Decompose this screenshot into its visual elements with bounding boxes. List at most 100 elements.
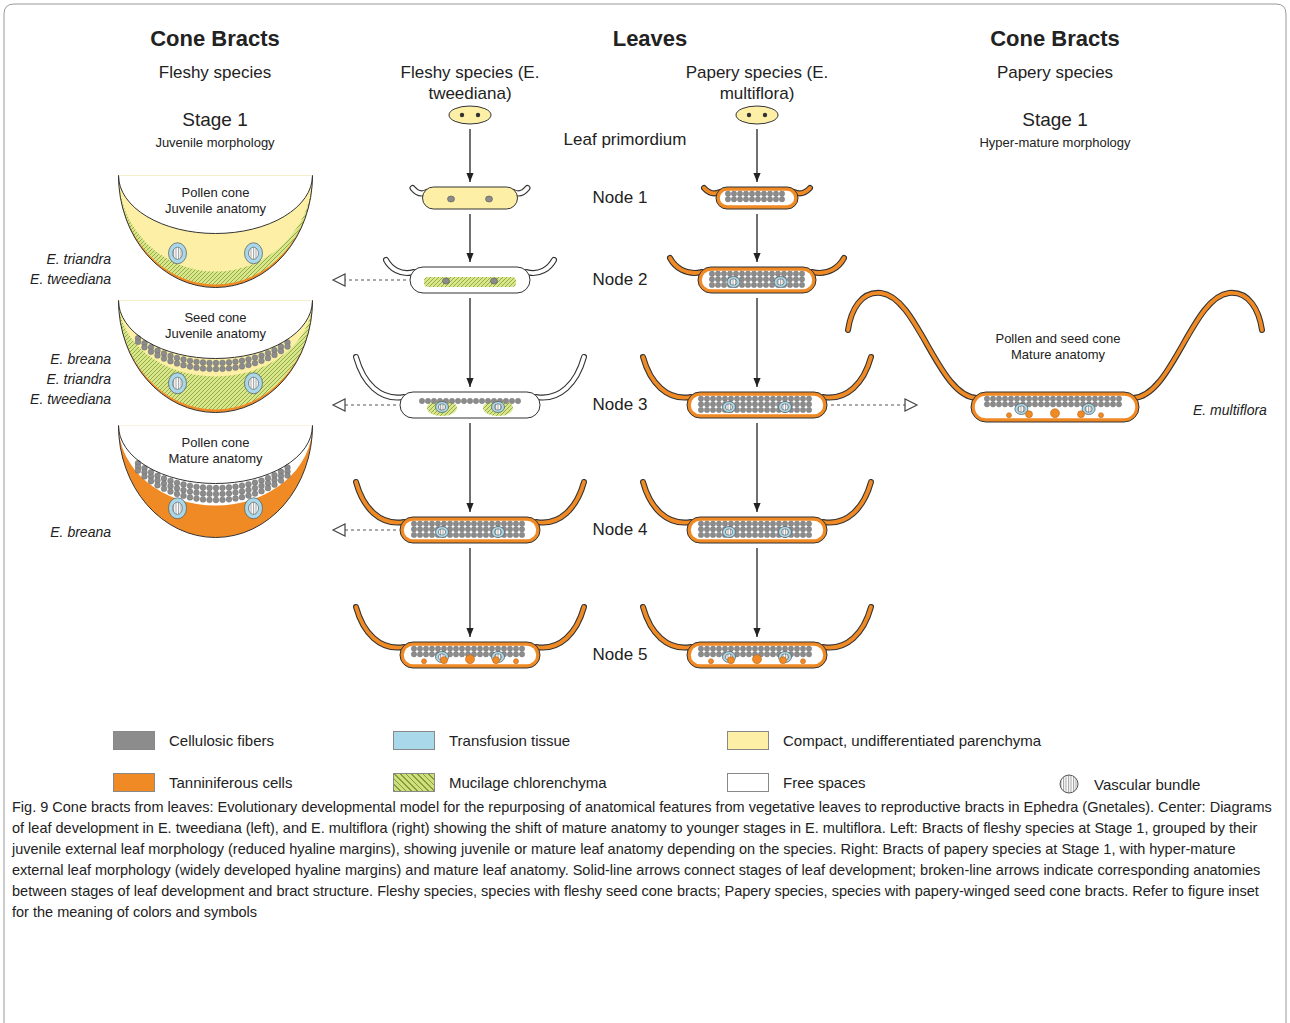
cellulosic-fiber	[800, 532, 805, 537]
cellulosic-fiber	[704, 532, 709, 537]
cellulosic-fiber	[749, 197, 754, 202]
cellulosic-fiber	[704, 396, 709, 401]
cellulosic-fiber	[259, 353, 265, 359]
hyaline-margin	[643, 357, 691, 398]
cellulosic-fiber	[519, 646, 524, 651]
cellulosic-fiber	[1068, 402, 1073, 407]
cellulosic-fiber	[233, 484, 239, 490]
cellulosic-fiber	[799, 282, 804, 287]
cellulosic-fiber	[806, 521, 811, 526]
cellulosic-fiber	[715, 282, 720, 287]
hyaline-margin	[356, 357, 404, 398]
development-arrow	[469, 129, 470, 182]
cellulosic-fiber	[704, 402, 709, 407]
tanniniferous-cell	[709, 659, 714, 664]
cellulosic-fiber	[513, 532, 518, 537]
cellulosic-fiber	[417, 527, 422, 532]
cellulosic-fiber	[990, 396, 995, 401]
hyaline-margin	[536, 357, 584, 398]
cellulosic-fiber	[763, 271, 768, 276]
hyaline-margin	[536, 482, 584, 523]
cellulosic-fiber	[187, 489, 193, 495]
cellulosic-fiber	[740, 402, 745, 407]
cellulosic-fiber	[207, 485, 213, 491]
cellulosic-fiber	[1032, 396, 1037, 401]
cellulosic-fiber	[764, 527, 769, 532]
cellulosic-fiber	[485, 398, 490, 403]
mucilage-chlorenchyma	[424, 277, 516, 287]
cellulosic-fiber	[489, 646, 494, 651]
cellulosic-fiber	[465, 527, 470, 532]
cellulosic-fiber	[757, 271, 762, 276]
cellulosic-fiber	[779, 191, 784, 196]
cellulosic-fiber	[142, 474, 148, 480]
cellulosic-fiber	[513, 527, 518, 532]
cellulosic-fiber	[698, 402, 703, 407]
vascular-bundle	[173, 377, 183, 389]
transfusion-tissue	[436, 402, 449, 413]
cellulosic-fiber	[770, 532, 775, 537]
hyaline-margin	[536, 607, 584, 648]
group-label: Papery species	[955, 62, 1155, 83]
cellulosic-fiber	[710, 396, 715, 401]
cellulosic-fiber	[207, 360, 213, 366]
leaf-body	[971, 392, 1139, 422]
cellulosic-fiber	[698, 532, 703, 537]
leaf-interior	[404, 521, 536, 539]
cellulosic-fiber	[1002, 396, 1007, 401]
cellulosic-fiber	[233, 359, 239, 365]
cellulosic-fiber	[233, 490, 239, 496]
cellulosic-fiber	[764, 407, 769, 412]
cellulosic-fiber	[1044, 396, 1049, 401]
cellulosic-fiber	[423, 521, 428, 526]
legend-text: Free spaces	[783, 773, 866, 792]
cellulosic-fiber	[764, 396, 769, 401]
bract-outline	[119, 176, 313, 288]
morphology-label: Juvenile morphology	[115, 135, 315, 151]
cellulosic-fiber	[770, 396, 775, 401]
cellulosic-fiber	[773, 197, 778, 202]
cellulosic-fiber	[800, 396, 805, 401]
cellulosic-fiber	[745, 277, 750, 282]
cellulosic-fiber	[1008, 396, 1013, 401]
cellulosic-fiber	[1074, 402, 1079, 407]
cellulosic-fiber	[734, 521, 739, 526]
leaf-interior	[691, 521, 823, 539]
cellulosic-fiber	[226, 490, 232, 496]
tanniniferous-layer	[119, 426, 313, 538]
cellulosic-fiber	[793, 271, 798, 276]
cellulosic-fiber	[770, 646, 775, 651]
cellulosic-fiber	[495, 646, 500, 651]
cellulosic-fiber	[716, 532, 721, 537]
vascular-bundle	[1060, 775, 1078, 793]
cellulosic-fiber	[471, 532, 476, 537]
cellulosic-fiber	[429, 521, 434, 526]
cellulosic-fiber	[716, 527, 721, 532]
cellulosic-fiber	[233, 496, 239, 502]
cellulosic-fiber	[417, 646, 422, 651]
cellulosic-fiber	[226, 484, 232, 490]
cellulosic-fiber	[763, 282, 768, 287]
cellulosic-fiber	[990, 402, 995, 407]
bract-section: Pollen coneJuvenile anatomy	[118, 175, 313, 290]
vascular-bundle	[730, 279, 737, 285]
legend-text: Tanniniferous cells	[169, 773, 292, 792]
cellulosic-fiber	[239, 489, 245, 495]
cellulosic-fiber	[984, 402, 989, 407]
cellulosic-fiber	[806, 532, 811, 537]
transfusion-tissue	[245, 243, 263, 264]
cellulosic-fiber	[1110, 396, 1115, 401]
cellulosic-fiber	[471, 521, 476, 526]
cellulosic-fiber	[806, 527, 811, 532]
cellulosic-fiber	[740, 652, 745, 657]
cellulosic-fiber	[1056, 396, 1061, 401]
cellulosic-fiber	[507, 652, 512, 657]
bract-text: Pollen coneMature anatomy	[118, 435, 313, 467]
cellulosic-fiber	[233, 365, 239, 371]
cellulosic-fiber	[793, 282, 798, 287]
figure-caption: Fig. 9 Cone bracts from leaves: Evolutio…	[12, 797, 1278, 923]
group-label: Fleshy species (E. tweediana)	[385, 62, 555, 104]
stage-label: Stage 1	[955, 108, 1155, 131]
legend-text: Vascular bundle	[1094, 775, 1200, 794]
bract-label: Seed cone	[118, 310, 313, 326]
